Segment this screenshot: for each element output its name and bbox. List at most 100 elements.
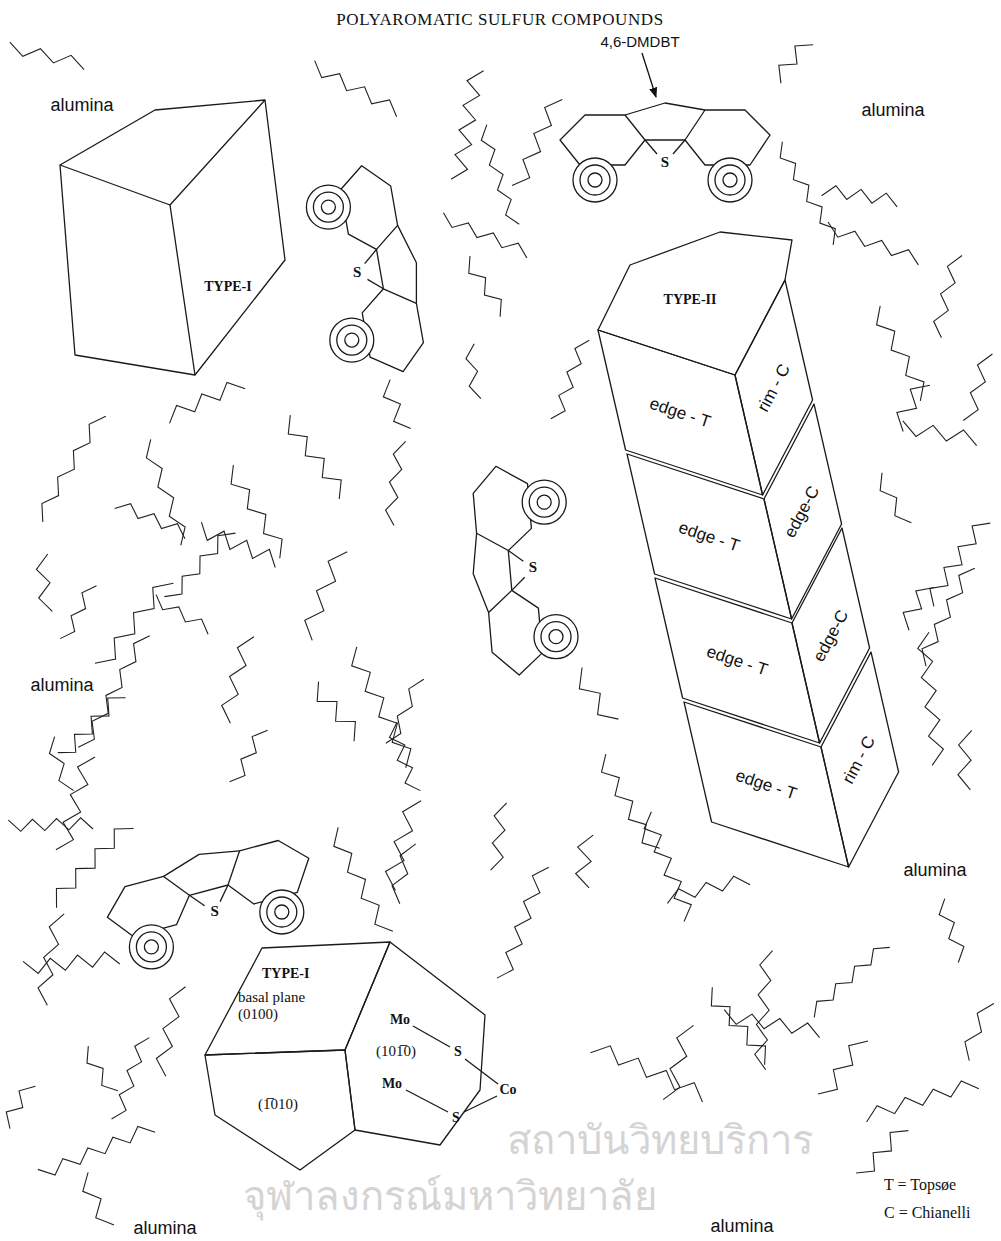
methyl-group [522, 480, 566, 524]
node-label: edge - T [733, 765, 799, 803]
alumina-zigzag [23, 952, 120, 973]
node-label: S [529, 560, 537, 577]
edge-face: edge - T [682, 700, 851, 869]
side-face: edge-C [762, 402, 844, 621]
side-face: edge-C [790, 526, 872, 745]
methyl-group [549, 630, 563, 644]
node-label: rim - C [839, 732, 880, 786]
methyl-group [260, 890, 304, 934]
shape-group [598, 330, 763, 495]
node-body: basal plane (0100) [238, 989, 338, 1024]
shape-group [655, 578, 820, 743]
methyl-group [723, 173, 737, 187]
methyl-group [337, 325, 367, 355]
shape-outline [55, 95, 290, 380]
side-face: rim - C [733, 278, 815, 497]
bond-line [406, 1090, 448, 1112]
support-label: alumina [710, 1216, 773, 1237]
alumina-zigzag [497, 867, 549, 978]
atom-symbol: Mo [382, 1076, 402, 1092]
alumina-zigzag [711, 987, 765, 1064]
alumina-zigzag [58, 698, 126, 753]
shape-group [684, 702, 849, 867]
alumina-zigzag [814, 947, 890, 1017]
alumina-zigzag [36, 554, 52, 611]
dmdbt-molecule: S [545, 25, 785, 265]
legend-entry: C = Chianelli [884, 1204, 970, 1222]
type-i-crystallite: TYPE-I [55, 95, 290, 380]
support-label: alumina [30, 675, 93, 696]
shape-group [306, 166, 423, 372]
alumina-zigzag [222, 637, 254, 724]
slab-face [735, 280, 813, 495]
methyl-group [267, 897, 297, 927]
alumina-zigzag [903, 421, 977, 446]
node-label: S [210, 904, 218, 921]
alumina-zigzag [963, 354, 992, 421]
ring-bond [625, 103, 705, 115]
atom-symbol: Co [499, 1082, 516, 1098]
alumina-zigzag [466, 344, 481, 399]
alumina-zigzag [451, 71, 484, 180]
alumina-zigzag [146, 439, 185, 545]
ring-bond [398, 225, 417, 303]
ring-bond [473, 533, 488, 612]
node-label: S [661, 154, 669, 171]
alumina-zigzag [491, 803, 507, 870]
alumina-zigzag [392, 844, 416, 904]
ring-bond [220, 885, 228, 902]
node-label: (101̅0) [376, 1043, 416, 1060]
shape-group [473, 466, 578, 675]
alumina-zigzag [60, 586, 96, 639]
node-label: TYPE-II [664, 292, 717, 308]
bond-line [465, 1059, 498, 1084]
support-label: alumina [50, 95, 113, 116]
legend-entry: T = Topsøe [884, 1176, 956, 1194]
alumina-zigzag [389, 722, 420, 790]
alumina-zigzag [512, 100, 562, 186]
ring-bond [365, 249, 377, 263]
methyl-group [313, 192, 343, 222]
ring-bond [189, 885, 228, 895]
aromatic-ring [685, 110, 770, 165]
alumina-zigzag [930, 523, 990, 606]
shape-group [735, 280, 813, 495]
slab-face [655, 578, 820, 743]
methyl-group [534, 615, 578, 659]
shape-group [560, 103, 770, 202]
alumina-zigzag [56, 828, 133, 907]
shape-group [598, 232, 792, 375]
methyl-group [541, 622, 571, 652]
ring-bond [512, 577, 525, 590]
methyl-group [345, 333, 359, 347]
methyl-group [129, 925, 173, 969]
shape-group [792, 528, 870, 743]
alumina-zigzag [780, 142, 835, 245]
alumina-zigzag [334, 827, 393, 931]
alumina-zigzag [856, 1131, 908, 1173]
alumina-zigzag [779, 45, 813, 83]
node-label: edge-C [809, 606, 852, 664]
alumina-zigzag [386, 801, 422, 891]
ring-bond [377, 249, 384, 288]
alumina-zigzag [667, 876, 750, 903]
dmdbt-molecule: S [255, 150, 495, 390]
ring-bond [673, 140, 685, 154]
methyl-group [715, 165, 745, 195]
dmdbt-molecule: S [395, 450, 635, 690]
edge-face: (101̅0) [343, 940, 487, 1147]
bond-line [413, 1026, 450, 1047]
alumina-zigzag [469, 256, 502, 317]
prism-outline [60, 100, 285, 375]
node-label: edge - T [676, 517, 742, 555]
alumina-zigzag [867, 1081, 979, 1122]
methyl-group [306, 185, 350, 229]
alumina-zigzag [386, 441, 406, 525]
basal-plane [205, 942, 390, 1055]
methyl-group [144, 940, 158, 954]
node-label: edge-C [781, 482, 824, 540]
slab-face [792, 528, 870, 743]
shape-outline [590, 220, 920, 910]
basal-plane [598, 232, 792, 375]
